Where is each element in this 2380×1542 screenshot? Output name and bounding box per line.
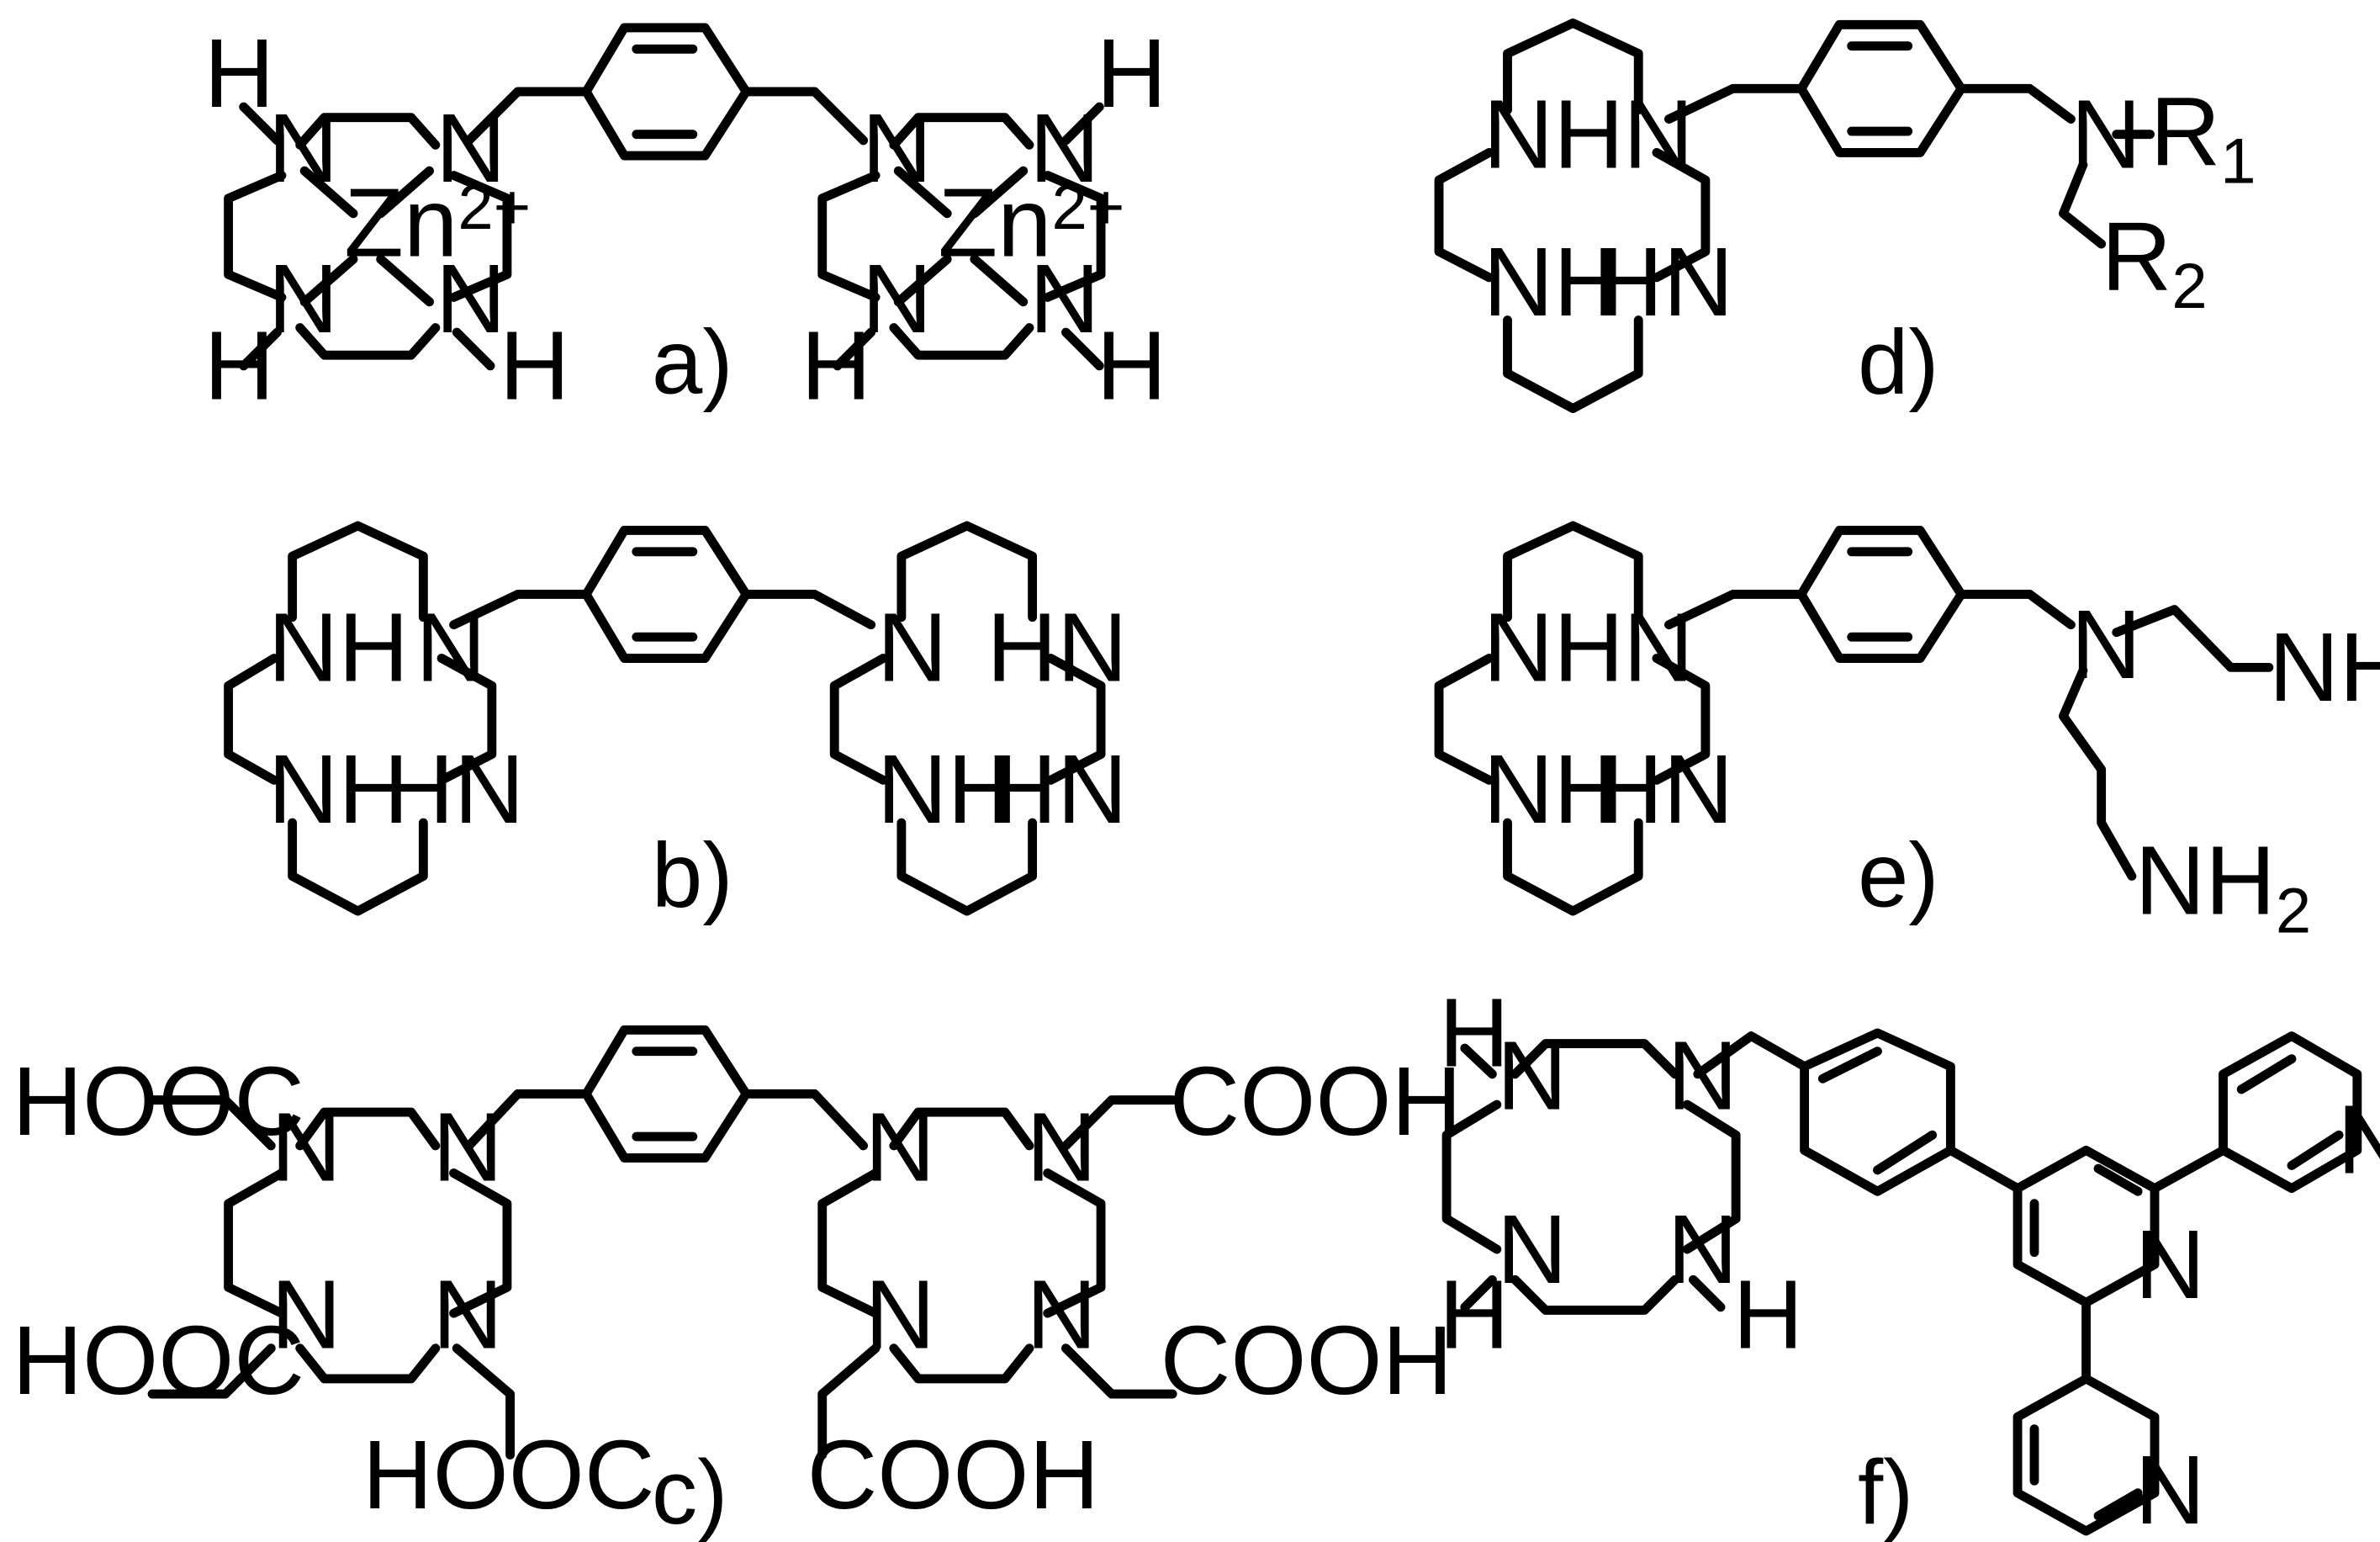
group-R1: R1: [2150, 77, 2256, 198]
atom-H: H: [1097, 19, 1167, 128]
atom-N: N: [1026, 1093, 1097, 1202]
atom-N: N: [862, 93, 933, 203]
atom-N: N: [1623, 593, 1694, 702]
atom-N: N: [865, 1093, 935, 1202]
atom-H: H: [204, 311, 275, 421]
atom-HN: HN: [1593, 734, 1733, 844]
group-cooh: COOH: [1170, 1047, 1462, 1156]
atom-N: N: [432, 1260, 503, 1370]
structure-f: N N N N H H H N N N f): [1439, 978, 2380, 1542]
atom-N: N: [415, 593, 486, 702]
atom-HN: HN: [986, 734, 1127, 844]
atom-NH: NH: [268, 593, 409, 702]
group-cooh: COOH: [807, 1420, 1100, 1529]
atom-N: N: [865, 1260, 935, 1370]
atom-H: H: [1439, 978, 1510, 1088]
atom-N: N: [862, 244, 933, 353]
atom-N: N: [1623, 79, 1694, 188]
atom-N: N: [436, 244, 506, 353]
atom-N: N: [2337, 1085, 2380, 1195]
group-hooc: HOOC: [362, 1420, 655, 1529]
panel-label-f: f): [1858, 1442, 1913, 1542]
atom-H: H: [801, 311, 871, 421]
atom-H: H: [1732, 1260, 1803, 1370]
structure-e: NH N NH HN N NH2 NH2 e): [1434, 521, 2380, 947]
atom-N: N: [1029, 93, 1100, 203]
atom-N: N: [877, 593, 948, 702]
atom-HN: HN: [1593, 227, 1733, 336]
atom-NH: NH: [1484, 734, 1624, 844]
atom-H: H: [1097, 311, 1167, 421]
atom-N: N: [271, 1093, 341, 1202]
atom-N: N: [1497, 1020, 1568, 1130]
structure-c: N N N N N N N N HOOC HOOC HOOC COOH COOH…: [12, 1025, 1462, 1542]
atom-HN: HN: [986, 593, 1127, 702]
group-hooc: HOOC: [12, 1306, 304, 1415]
atom-H: H: [204, 19, 275, 128]
panel-label-c: c): [652, 1442, 728, 1542]
atom-N: N: [1668, 1020, 1738, 1130]
atom-NH: NH: [1484, 227, 1624, 336]
atom-H: H: [500, 311, 570, 421]
atom-H: H: [1439, 1260, 1510, 1370]
group-hooc: HOOC: [12, 1047, 304, 1156]
atom-N: N: [1668, 1195, 1738, 1304]
panel-label-e: e): [1858, 825, 1939, 927]
atom-N: N: [268, 244, 339, 353]
atom-NH: NH: [1484, 593, 1624, 702]
structure-a: N N N N H H H Zn2+ N N N N H H H Zn2+ a): [204, 19, 1167, 421]
atom-zinc: Zn2+: [938, 168, 1124, 278]
atom-NH: NH: [877, 734, 1018, 844]
panel-label-b: b): [652, 825, 733, 927]
atom-N: N: [2134, 1435, 2205, 1542]
panel-label-a: a): [652, 311, 733, 413]
atom-N: N: [1029, 244, 1100, 353]
group-cooh: COOH: [1161, 1306, 1453, 1415]
atom-N: N: [2071, 79, 2141, 188]
atom-NH: NH: [1484, 79, 1624, 188]
atom-HN: HN: [383, 734, 524, 844]
atom-N: N: [432, 1093, 503, 1202]
group-NH2: NH2: [2134, 826, 2311, 947]
group-R2: R2: [2102, 201, 2208, 322]
atom-N: N: [1497, 1195, 1568, 1304]
group-NH2: NH2: [2269, 612, 2380, 734]
atom-N: N: [271, 1260, 341, 1370]
structure-d: NH N NH HN N R1 R2 d): [1434, 19, 2256, 413]
atom-N: N: [268, 93, 339, 203]
atom-N: N: [1026, 1260, 1097, 1370]
atom-N: N: [2134, 1210, 2205, 1319]
structure-b: NH N NH HN N HN NH HN b): [224, 521, 1128, 927]
panel-label-d: d): [1858, 311, 1939, 413]
atom-NH: NH: [268, 734, 409, 844]
atom-zinc: Zn2+: [344, 168, 531, 278]
atom-N: N: [2071, 590, 2141, 699]
atom-N: N: [436, 93, 506, 203]
